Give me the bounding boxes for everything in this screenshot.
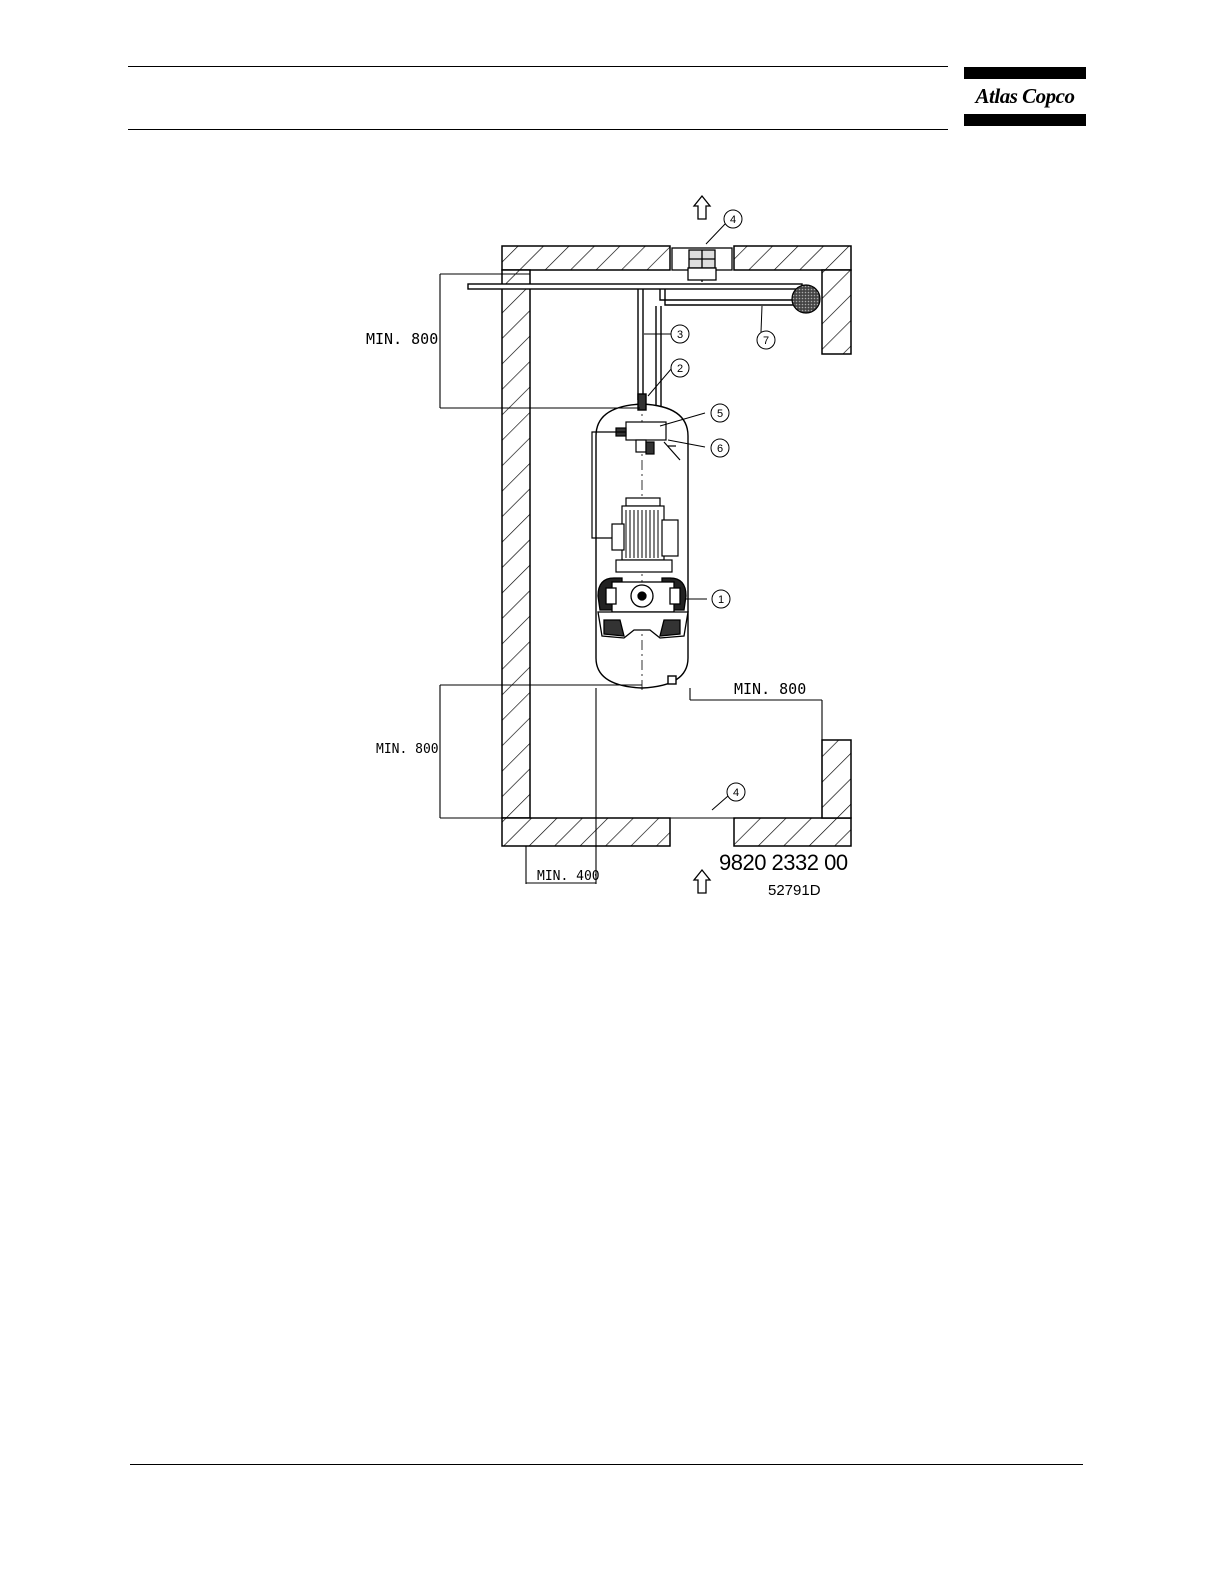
up-arrow-icon xyxy=(694,870,710,893)
dimension-label-bottom-wall: MIN. 400 xyxy=(537,869,600,884)
drain-collector xyxy=(792,285,820,313)
right-wall-upper xyxy=(822,270,851,354)
footer-rule xyxy=(130,1464,1083,1465)
document-number: 9820 2332 00 xyxy=(719,850,848,875)
dimension-label-bottom-left: MIN. 800 xyxy=(376,742,439,757)
svg-text:7: 7 xyxy=(763,335,769,347)
svg-text:6: 6 xyxy=(717,443,723,455)
top-wall-right xyxy=(734,246,851,270)
bottom-wall-right xyxy=(734,818,851,846)
callout-6: 6 xyxy=(711,439,729,457)
callout-1: 1 xyxy=(712,590,730,608)
svg-text:4: 4 xyxy=(733,787,739,799)
dimension-label-bottom-right: MIN. 800 xyxy=(734,680,806,698)
top-wall-left xyxy=(502,246,670,270)
callout-7: 7 xyxy=(757,331,775,349)
ventilation-fan xyxy=(672,248,732,282)
up-arrow-icon xyxy=(694,196,710,219)
right-wall-lower xyxy=(822,740,851,818)
svg-text:1: 1 xyxy=(718,594,724,606)
svg-text:3: 3 xyxy=(677,329,683,341)
compressor-pump xyxy=(598,578,688,638)
callout-5: 5 xyxy=(711,404,729,422)
left-wall xyxy=(502,270,530,818)
callout-2: 2 xyxy=(671,359,689,377)
svg-text:2: 2 xyxy=(677,363,683,375)
bottom-wall-left xyxy=(502,818,670,846)
figure-number: 52791D xyxy=(768,882,821,899)
callout-3: 3 xyxy=(671,325,689,343)
callout-4-bottom: 4 xyxy=(727,783,745,801)
main-air-line xyxy=(468,284,802,289)
callout-4-top: 4 xyxy=(724,210,742,228)
svg-text:5: 5 xyxy=(717,408,723,420)
svg-text:4: 4 xyxy=(730,214,736,226)
dimension-label-top-left: MIN. 800 xyxy=(366,330,438,348)
